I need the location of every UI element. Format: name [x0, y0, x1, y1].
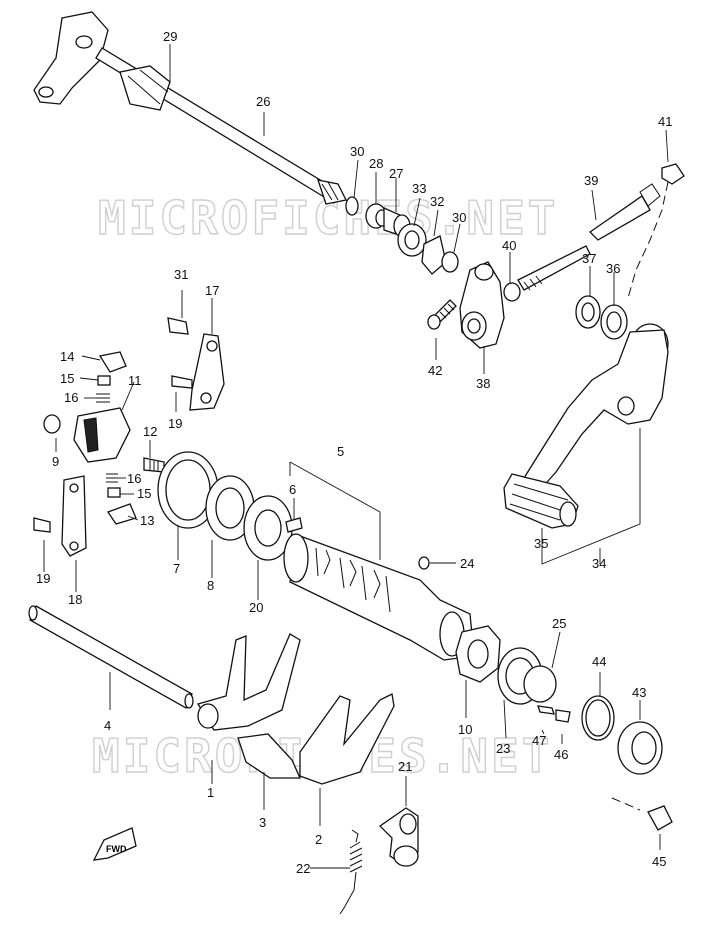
label-33: 33 — [412, 181, 426, 196]
label-25: 25 — [552, 616, 566, 631]
label-18: 18 — [68, 592, 82, 607]
fwd-label: FWD — [106, 844, 127, 854]
label-14: 14 — [60, 349, 74, 364]
fwd-arrow: FWD — [92, 827, 137, 861]
plate-17 — [167, 317, 225, 411]
label-11: 11 — [128, 373, 142, 388]
label-4: 4 — [104, 718, 111, 733]
label-19b: 19 — [36, 571, 50, 586]
label-5: 5 — [337, 444, 344, 459]
label-16a: 16 — [64, 390, 78, 405]
label-39: 39 — [584, 173, 598, 188]
label-3: 3 — [259, 815, 266, 830]
label-16b: 16 — [127, 471, 141, 486]
label-19a: 19 — [168, 416, 182, 431]
label-7: 7 — [173, 561, 180, 576]
label-30b: 30 — [452, 210, 466, 225]
label-12: 12 — [143, 424, 157, 439]
shift-fork-shaft — [28, 605, 194, 709]
label-31: 31 — [174, 267, 188, 282]
shaft-small-parts — [345, 196, 459, 275]
bearings — [157, 451, 303, 561]
label-22: 22 — [296, 861, 310, 876]
label-45: 45 — [652, 854, 666, 869]
label-1: 1 — [207, 785, 214, 800]
cam-stopper-group — [43, 351, 131, 463]
label-40: 40 — [502, 238, 516, 253]
label-9: 9 — [52, 454, 59, 469]
label-36: 36 — [606, 261, 620, 276]
label-13: 13 — [140, 513, 154, 528]
cap-group — [581, 695, 673, 831]
label-37: 37 — [582, 251, 596, 266]
label-2: 2 — [315, 832, 322, 847]
label-8: 8 — [207, 578, 214, 593]
label-24: 24 — [460, 556, 474, 571]
label-15a: 15 — [60, 371, 74, 386]
label-21: 21 — [398, 759, 412, 774]
label-41: 41 — [658, 114, 672, 129]
pin-group-12 — [106, 457, 165, 525]
washers-36-37 — [575, 295, 628, 340]
label-42: 42 — [428, 363, 442, 378]
label-47: 47 — [532, 733, 546, 748]
bolt-42 — [427, 299, 457, 330]
label-27: 27 — [389, 166, 403, 181]
label-35: 35 — [534, 536, 548, 551]
label-38: 38 — [476, 376, 490, 391]
label-34: 34 — [592, 556, 606, 571]
cam-stopper-plate — [455, 625, 571, 723]
label-44: 44 — [592, 654, 606, 669]
bracket-21 — [378, 807, 419, 867]
label-23: 23 — [496, 741, 510, 756]
gearshift-shaft — [33, 11, 347, 205]
label-17: 17 — [205, 283, 219, 298]
label-30a: 30 — [350, 144, 364, 159]
label-29: 29 — [163, 29, 177, 44]
label-43: 43 — [632, 685, 646, 700]
label-20: 20 — [249, 600, 263, 615]
label-32: 32 — [430, 194, 444, 209]
shift-arm — [459, 261, 505, 349]
label-10: 10 — [458, 722, 472, 737]
spring-22 — [339, 829, 363, 915]
label-6: 6 — [289, 482, 296, 497]
leader-lines — [43, 44, 669, 869]
label-28: 28 — [369, 156, 383, 171]
plate-18 — [33, 475, 87, 557]
shift-forks — [196, 633, 395, 785]
label-15b: 15 — [137, 486, 151, 501]
label-46: 46 — [554, 747, 568, 762]
linkage-rod — [503, 163, 685, 302]
gearshift-lever — [503, 323, 669, 529]
gearshift-cam-drum — [283, 533, 475, 661]
label-26: 26 — [256, 94, 270, 109]
part-labels: 29 26 30 28 27 33 32 30 40 39 41 37 36 4… — [36, 29, 672, 876]
